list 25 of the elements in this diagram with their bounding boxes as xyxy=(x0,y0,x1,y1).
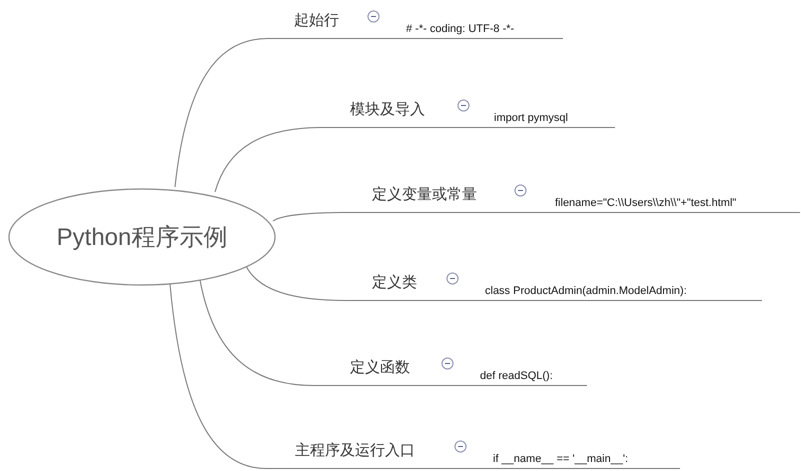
code-text: # -*- coding: UTF-8 -*- xyxy=(406,23,514,35)
connector-line xyxy=(464,300,482,301)
code-text: filename="C:\\Users\\zh\\"+"test.html" xyxy=(555,197,736,209)
code-text: if __name__ == '__main__': xyxy=(493,453,628,465)
branch-curve xyxy=(272,212,340,222)
connector-line xyxy=(458,385,476,386)
topic-label: 主程序及运行入口 xyxy=(295,441,415,460)
connector-line xyxy=(472,468,490,469)
code-text: def readSQL(): xyxy=(480,370,553,382)
topic-label: 模块及导入 xyxy=(350,100,425,119)
code-text: import pymysql xyxy=(494,112,568,124)
branch-curve xyxy=(174,38,268,188)
topic-label: 定义类 xyxy=(372,273,417,292)
branch-curve xyxy=(214,127,320,192)
central-topic-ellipse: Python程序示例 xyxy=(8,188,276,286)
topic-label: 起始行 xyxy=(294,11,339,30)
code-text: class ProductAdmin(admin.ModelAdmin): xyxy=(485,285,687,297)
topic-label: 定义函数 xyxy=(350,358,410,377)
connector-line xyxy=(532,212,552,213)
branch-curve xyxy=(170,284,268,469)
connector-line xyxy=(474,127,490,128)
topic-label: 定义变量或常量 xyxy=(372,185,477,204)
connector-line xyxy=(384,38,402,39)
branch-curve xyxy=(246,266,350,301)
branch-curve xyxy=(200,280,316,386)
